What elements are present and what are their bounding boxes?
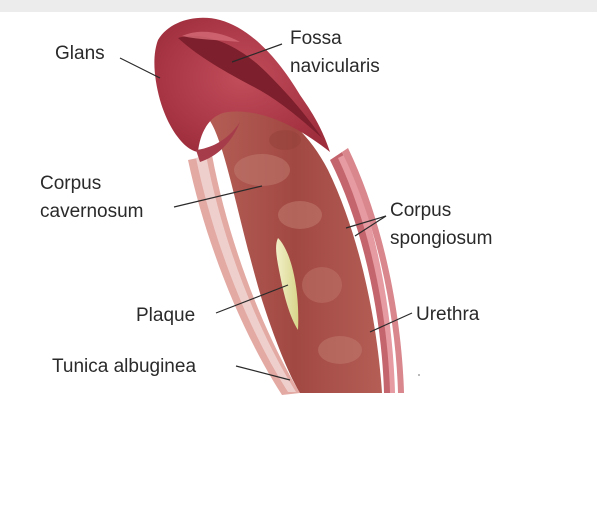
label-corpus-spongiosum-line1: Corpus [390, 200, 451, 221]
cavernosum-texture [318, 336, 362, 364]
cavernosum-texture [302, 267, 342, 303]
cavernosum-texture [269, 130, 301, 150]
stray-dot [418, 374, 420, 376]
label-corpus-spongiosum-line2: spongiosum [390, 228, 492, 249]
label-fossa-line2: navicularis [290, 56, 380, 77]
label-glans: Glans [55, 43, 105, 64]
leader-glans [120, 58, 160, 78]
cavernosum-texture [278, 201, 322, 229]
label-plaque: Plaque [136, 305, 195, 326]
label-fossa-line1: Fossa [290, 28, 342, 49]
label-corpus-cavernosum-line2: cavernosum [40, 201, 144, 222]
cavernosum-texture [234, 154, 290, 186]
label-urethra: Urethra [416, 304, 480, 325]
label-tunica-albuginea: Tunica albuginea [52, 356, 196, 377]
label-corpus-cavernosum-line1: Corpus [40, 173, 101, 194]
